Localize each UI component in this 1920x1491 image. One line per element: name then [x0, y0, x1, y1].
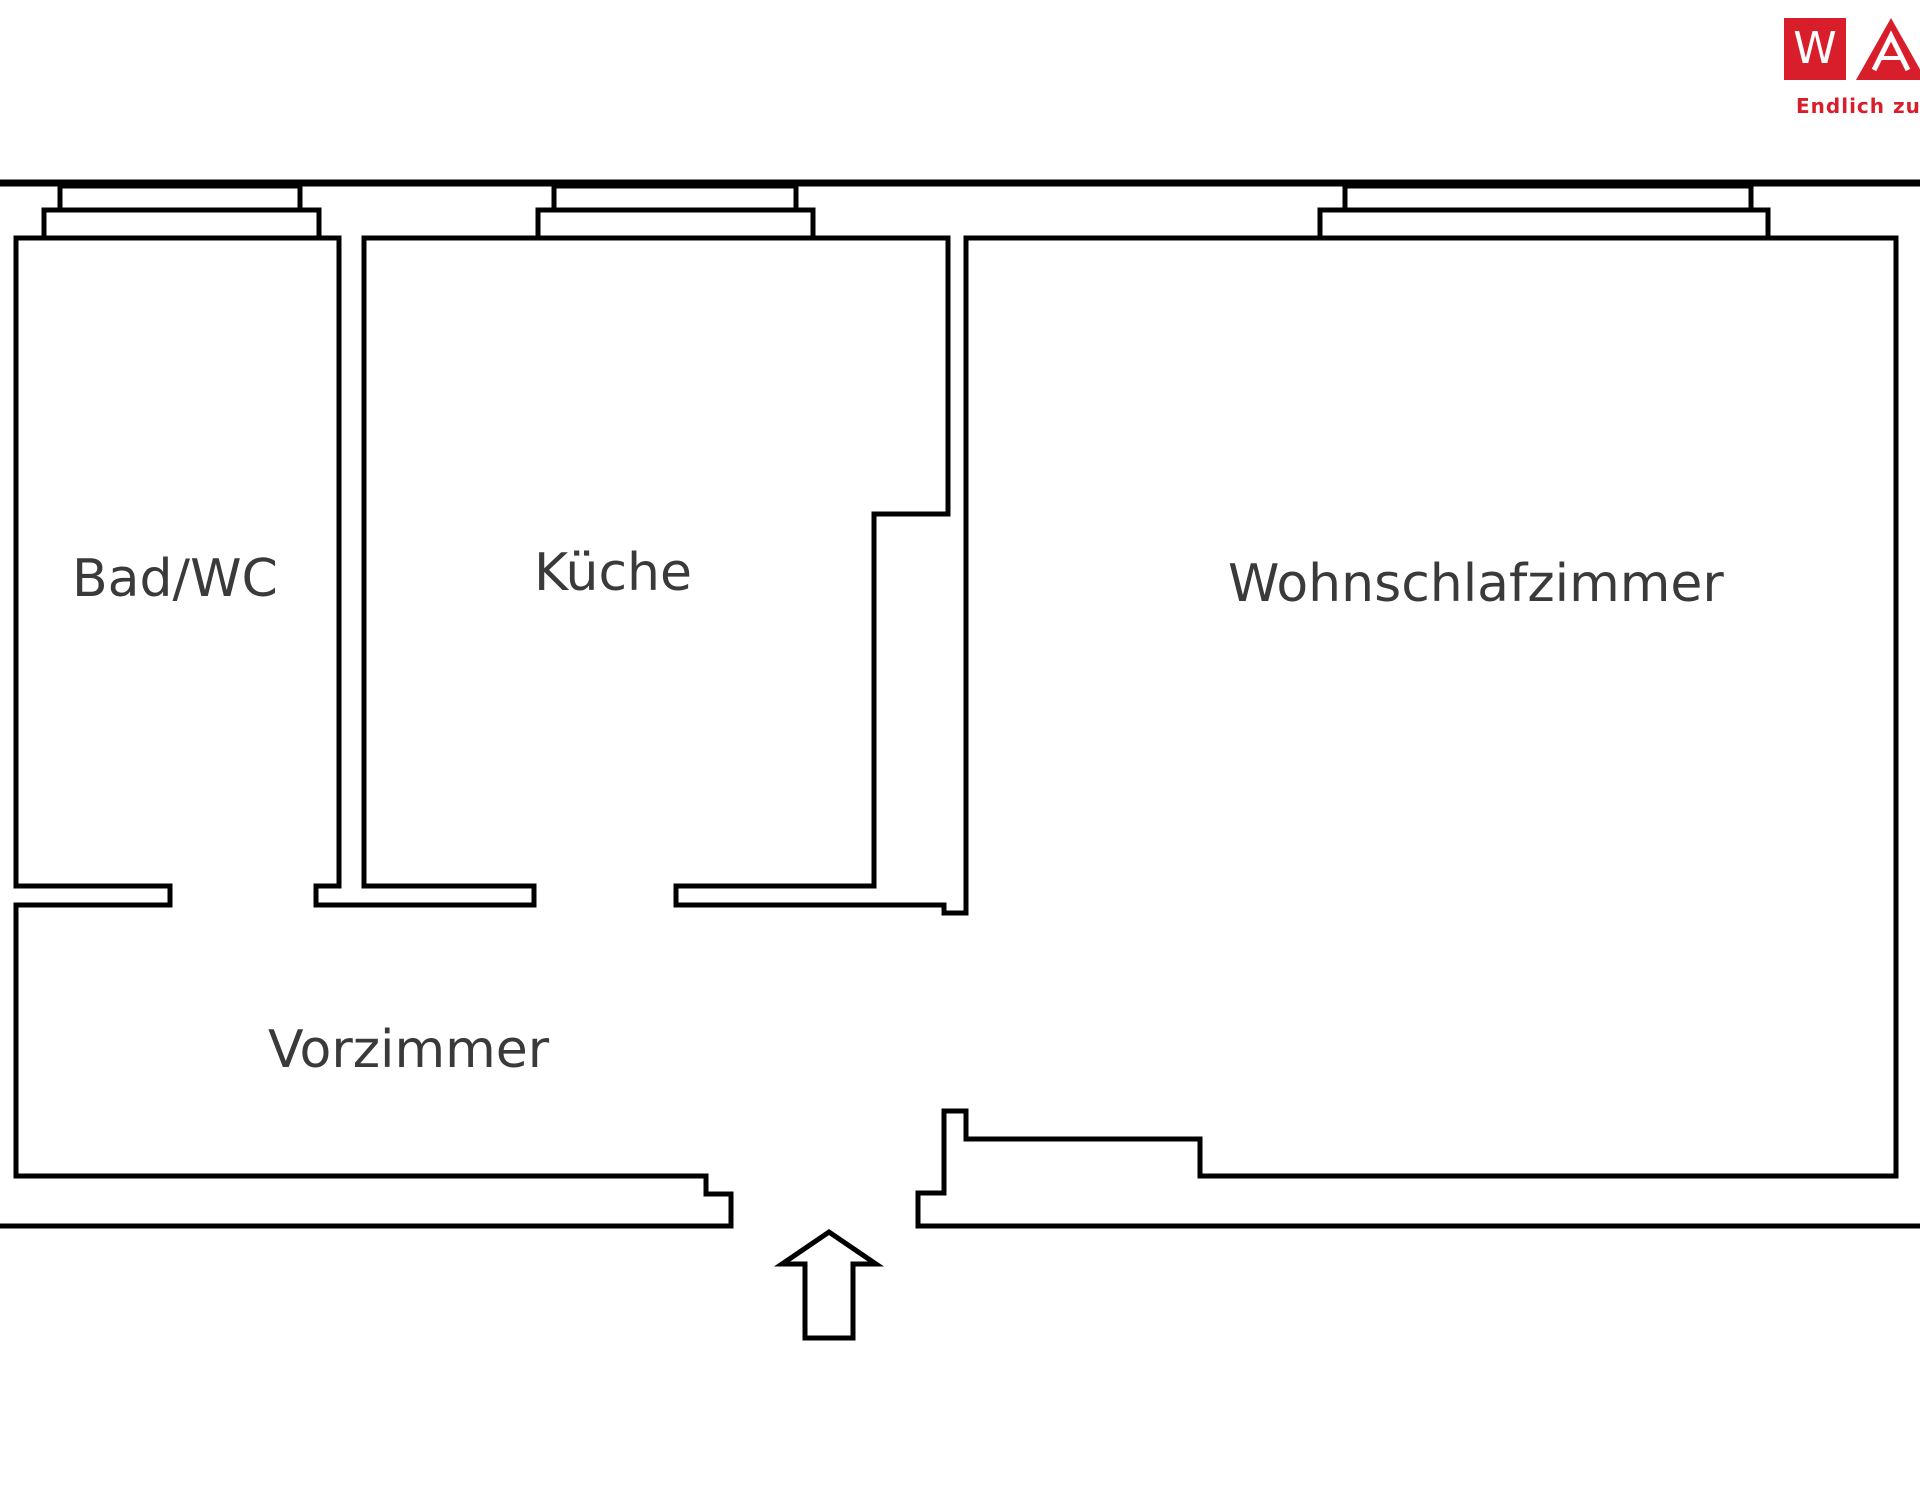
- wall-outline: [0, 235, 1920, 1229]
- company-logo: W Endlich zu: [1784, 18, 1920, 128]
- room-label-wohnschlaf: Wohnschlafzimmer: [1228, 554, 1724, 614]
- room-label-kueche: Küche: [534, 543, 693, 603]
- logo-letter-a: [1856, 18, 1920, 80]
- arrow-up-icon: [773, 1228, 885, 1341]
- logo-letter-w: W: [1784, 18, 1846, 80]
- window-kueche: [535, 183, 816, 238]
- window-bad: [41, 183, 322, 238]
- window-wohnschlaf: [1317, 183, 1771, 238]
- logo-tagline: Endlich zu: [1796, 94, 1920, 118]
- room-label-vorzimmer: Vorzimmer: [268, 1020, 550, 1080]
- room-label-bad: Bad/WC: [72, 549, 278, 609]
